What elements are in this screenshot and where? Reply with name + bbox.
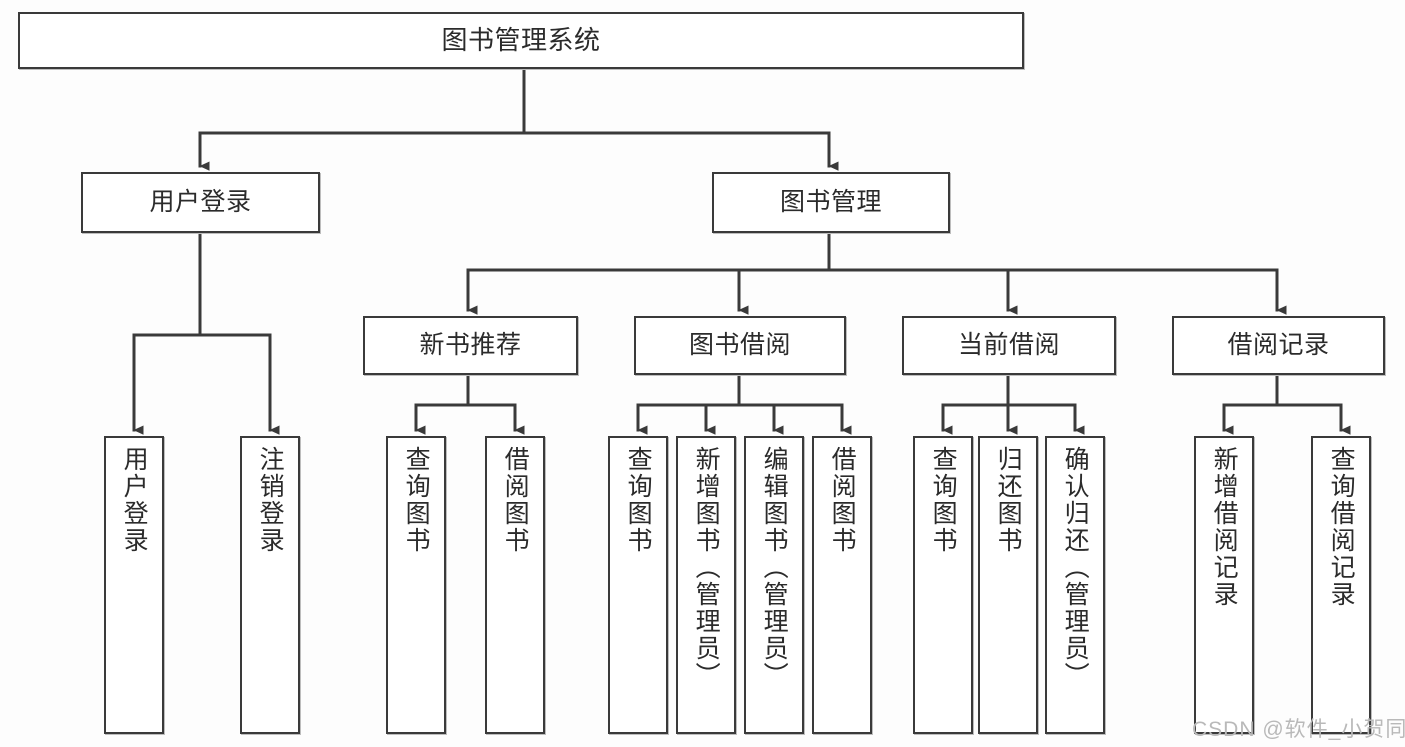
leaf-query-book-borrow[interactable]: 查询图书 — [608, 436, 668, 734]
node-label: 图书借阅 — [688, 330, 791, 359]
node-label: 用户登录 — [120, 446, 149, 554]
node-book-management[interactable]: 图书管理 — [712, 172, 950, 233]
leaf-add-book-admin[interactable]: 新增图书（管理员） — [676, 436, 736, 734]
leaf-query-borrow-record[interactable]: 查询借阅记录 — [1311, 436, 1371, 734]
node-label: 查询图书 — [402, 446, 431, 554]
node-label: 借阅记录 — [1227, 330, 1330, 359]
leaf-query-book-recommend[interactable]: 查询图书 — [386, 436, 446, 734]
node-label: 归还图书 — [994, 446, 1023, 554]
node-label: 图书管理系统 — [441, 25, 601, 56]
node-label: 确认归还（管理员） — [1061, 446, 1090, 689]
node-book-borrow[interactable]: 图书借阅 — [634, 316, 846, 375]
leaf-edit-book-admin[interactable]: 编辑图书（管理员） — [744, 436, 804, 734]
node-label: 借阅图书 — [501, 446, 530, 554]
node-current-borrow[interactable]: 当前借阅 — [902, 316, 1116, 375]
node-label: 新书推荐 — [419, 330, 522, 359]
node-label: 借阅图书 — [828, 446, 857, 554]
node-label: 注销登录 — [256, 446, 285, 554]
node-label: 图书管理 — [779, 187, 882, 216]
leaf-borrow-book-recommend[interactable]: 借阅图书 — [485, 436, 545, 734]
node-root-system[interactable]: 图书管理系统 — [18, 12, 1024, 69]
leaf-return-book[interactable]: 归还图书 — [978, 436, 1038, 734]
leaf-confirm-return-admin[interactable]: 确认归还（管理员） — [1045, 436, 1105, 734]
leaf-query-book-current[interactable]: 查询图书 — [913, 436, 973, 734]
node-label: 新增借阅记录 — [1210, 446, 1239, 608]
node-label: 查询图书 — [929, 446, 958, 554]
node-label: 查询借阅记录 — [1327, 446, 1356, 608]
node-label: 用户登录 — [149, 187, 252, 216]
node-user-login[interactable]: 用户登录 — [81, 172, 320, 233]
node-borrow-record[interactable]: 借阅记录 — [1172, 316, 1385, 375]
node-label: 编辑图书（管理员） — [760, 446, 789, 689]
leaf-user-login[interactable]: 用户登录 — [104, 436, 164, 734]
leaf-add-borrow-record[interactable]: 新增借阅记录 — [1194, 436, 1254, 734]
leaf-logout[interactable]: 注销登录 — [240, 436, 300, 734]
node-label: 新增图书（管理员） — [692, 446, 721, 689]
node-label: 当前借阅 — [957, 330, 1060, 359]
leaf-borrow-book[interactable]: 借阅图书 — [812, 436, 872, 734]
node-new-book-recommend[interactable]: 新书推荐 — [363, 316, 578, 375]
csdn-watermark: CSDN @软件_小贺同学 — [1192, 718, 1405, 741]
node-label: 查询图书 — [624, 446, 653, 554]
